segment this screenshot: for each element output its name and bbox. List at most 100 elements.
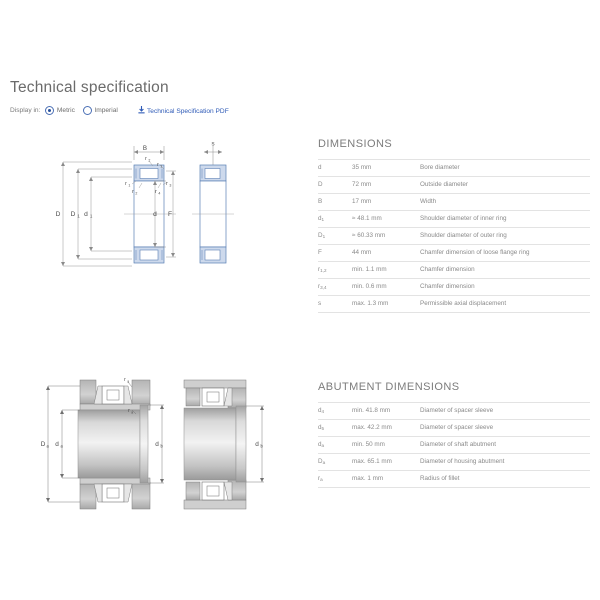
row-description: Chamfer dimension — [420, 277, 590, 296]
svg-text:D: D — [41, 441, 46, 448]
svg-text:B: B — [143, 145, 147, 152]
row-value: min. 0.6 mm — [352, 277, 420, 296]
row-value: max. 1 mm — [352, 469, 420, 488]
row-symbol: Da — [318, 452, 352, 471]
radio-imperial-label: Imperial — [94, 107, 118, 114]
row-description: Diameter of spacer sleeve — [420, 402, 590, 420]
row-value: 44 mm — [352, 243, 420, 262]
row-symbol: s — [318, 294, 352, 313]
row-description: Bore diameter — [420, 159, 590, 177]
svg-text:D: D — [71, 211, 76, 218]
svg-text:F: F — [168, 211, 172, 218]
svg-text:a: a — [61, 444, 64, 449]
svg-text:r: r — [155, 189, 157, 195]
row-symbol: da — [318, 435, 352, 454]
row-value: ≈ 48.1 mm — [352, 209, 420, 228]
row-value: min. 50 mm — [352, 435, 420, 454]
dimensions-section-title: DIMENSIONS — [318, 138, 393, 150]
row-description: Chamfer dimension of loose flange ring — [420, 243, 590, 262]
svg-text:3: 3 — [169, 183, 171, 187]
radio-metric-label: Metric — [56, 107, 75, 114]
svg-text:b: b — [161, 444, 164, 449]
row-description: Width — [420, 192, 590, 211]
svg-text:1: 1 — [90, 214, 93, 219]
radio-imperial-indicator[interactable] — [82, 106, 92, 115]
row-description: Shoulder diameter of outer ring — [420, 226, 590, 245]
row-symbol: r1,2 — [318, 260, 352, 279]
svg-text:r: r — [145, 156, 147, 162]
row-symbol: d1 — [318, 209, 352, 228]
svg-text:1: 1 — [160, 164, 162, 168]
svg-text:d: d — [55, 441, 59, 448]
download-icon — [138, 106, 145, 116]
svg-text:r: r — [128, 408, 130, 414]
row-description: Permissible axial displacement — [420, 294, 590, 313]
row-value: min. 41.8 mm — [352, 402, 420, 420]
bearing-cross-section-diagram: B s D D 1 d 1 d F r 2 r 1 r 1 r 2 r 3 r … — [36, 138, 256, 293]
row-symbol: d — [318, 159, 352, 177]
row-symbol: d5 — [318, 418, 352, 437]
row-symbol: D1 — [318, 226, 352, 245]
row-symbol: ra — [318, 469, 352, 488]
row-symbol: B — [318, 192, 352, 211]
row-description: Shoulder diameter of inner ring — [420, 209, 590, 228]
abutment-section-title: ABUTMENT DIMENSIONS — [318, 381, 460, 393]
row-description: Chamfer dimension — [420, 260, 590, 279]
svg-text:s: s — [211, 141, 214, 148]
row-symbol: F — [318, 243, 352, 262]
svg-text:D: D — [56, 211, 61, 218]
row-value: max. 65.1 mm — [352, 452, 420, 471]
radio-metric-indicator[interactable] — [45, 106, 55, 115]
svg-text:1: 1 — [77, 214, 80, 219]
row-description: Diameter of spacer sleeve — [420, 418, 590, 437]
svg-text:a: a — [47, 444, 50, 449]
svg-text:2: 2 — [135, 191, 137, 195]
svg-text:a: a — [127, 379, 129, 383]
radio-metric[interactable]: Metric — [45, 106, 75, 115]
row-symbol: r3,4 — [318, 277, 352, 296]
row-value: ≈ 60.33 mm — [352, 226, 420, 245]
row-value: 17 mm — [352, 192, 420, 211]
page-title: Technical specification — [10, 79, 169, 96]
svg-text:b: b — [261, 444, 264, 449]
svg-text:r: r — [157, 162, 159, 168]
svg-text:r: r — [166, 181, 168, 187]
svg-text:a: a — [131, 410, 133, 414]
svg-text:1: 1 — [128, 183, 130, 187]
row-symbol: D — [318, 175, 352, 194]
svg-text:4: 4 — [158, 191, 160, 195]
svg-text:2: 2 — [148, 158, 150, 162]
unit-toggle-group: Display in: Metric Imperial — [10, 106, 126, 115]
svg-text:r: r — [125, 181, 127, 187]
technical-specification-pdf-link[interactable]: Technical Specification PDF — [138, 106, 229, 116]
svg-text:d: d — [155, 441, 159, 448]
row-value: max. 1.3 mm — [352, 294, 420, 313]
row-description: Diameter of shaft abutment — [420, 435, 590, 454]
row-value: 72 mm — [352, 175, 420, 194]
radio-imperial[interactable]: Imperial — [82, 106, 118, 115]
row-value: 35 mm — [352, 159, 420, 177]
row-symbol: d4 — [318, 402, 352, 420]
pdf-link-label: Technical Specification PDF — [147, 107, 229, 115]
svg-text:r: r — [132, 189, 134, 195]
abutment-diagram: D a d a d b d b r a r a — [36, 372, 276, 517]
svg-text:d: d — [255, 441, 259, 448]
row-value: max. 42.2 mm — [352, 418, 420, 437]
row-description: Diameter of housing abutment — [420, 452, 590, 471]
display-in-label: Display in: — [10, 107, 41, 114]
